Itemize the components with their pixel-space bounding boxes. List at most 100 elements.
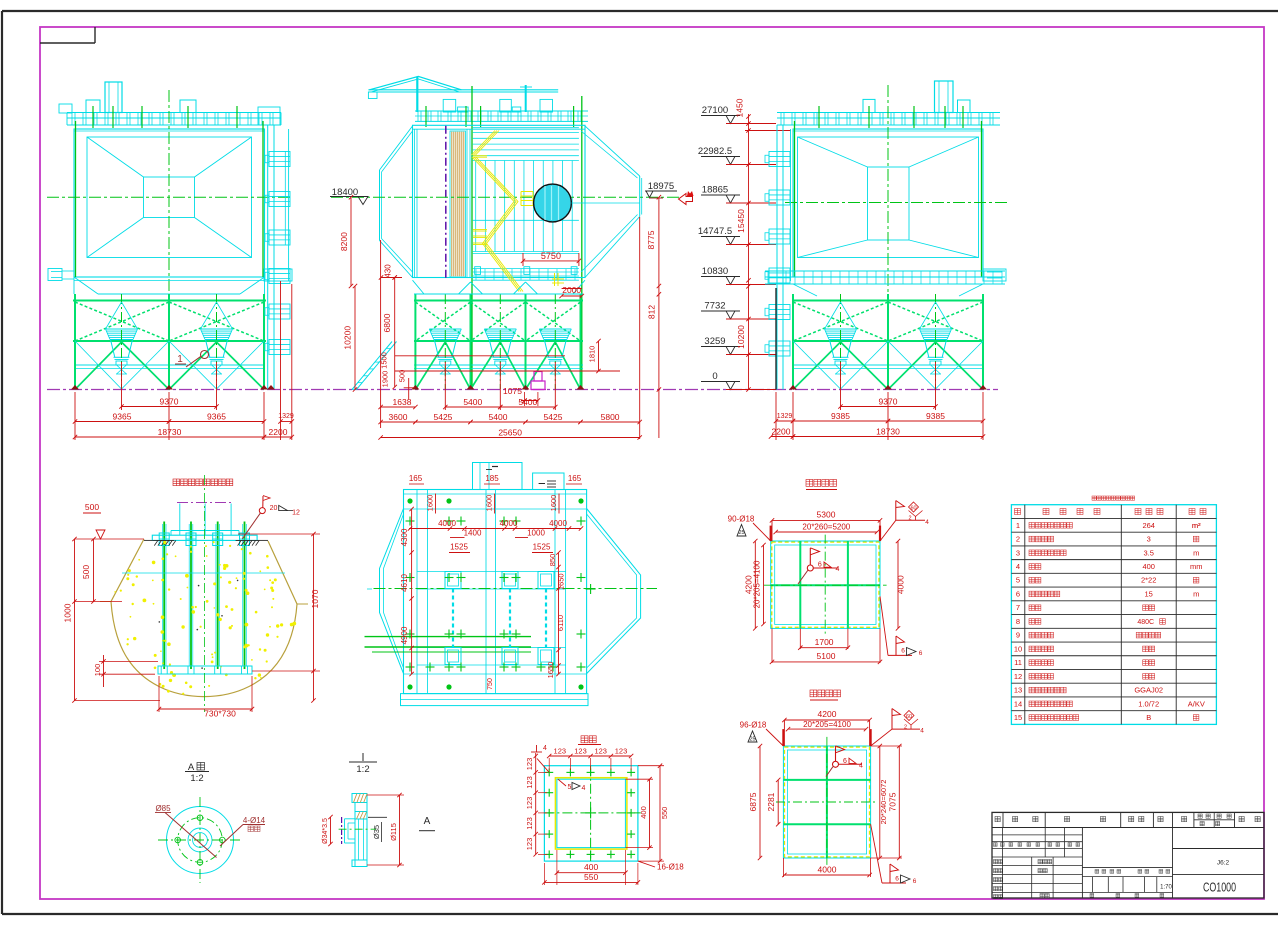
svg-text:4000: 4000: [896, 575, 906, 594]
svg-text:20*240=6072: 20*240=6072: [879, 780, 888, 825]
svg-text:1810: 1810: [588, 346, 597, 363]
svg-text:123: 123: [525, 797, 534, 810]
svg-text:1450: 1450: [735, 98, 745, 117]
svg-text:812: 812: [647, 305, 657, 319]
svg-text:1.0/72: 1.0/72: [1138, 699, 1159, 708]
svg-text:5100: 5100: [817, 651, 836, 661]
svg-text:m: m: [1193, 589, 1199, 598]
svg-text:14747.5: 14747.5: [698, 226, 732, 237]
svg-text:1:70: 1:70: [1160, 885, 1172, 891]
svg-text:400: 400: [639, 806, 648, 819]
svg-text:5300: 5300: [817, 510, 836, 520]
svg-text:7: 7: [1016, 603, 1020, 612]
svg-text:1650: 1650: [546, 662, 555, 679]
svg-text:1000: 1000: [63, 603, 73, 622]
svg-text:5: 5: [1016, 576, 1020, 585]
svg-text:1: 1: [1016, 521, 1020, 530]
svg-text:1: 1: [177, 354, 183, 365]
svg-text:1638: 1638: [393, 397, 412, 407]
svg-text:123: 123: [525, 776, 534, 789]
svg-text:123: 123: [574, 747, 587, 756]
svg-text:9: 9: [1016, 631, 1020, 640]
svg-text:10200: 10200: [736, 325, 746, 349]
svg-text:GGAJ02: GGAJ02: [1134, 686, 1163, 695]
svg-text:400: 400: [1142, 562, 1155, 571]
svg-text:3: 3: [1016, 548, 1020, 557]
svg-text:8200: 8200: [339, 232, 349, 251]
svg-text:5750: 5750: [541, 251, 561, 261]
svg-text:2: 2: [1016, 535, 1020, 544]
svg-text:123: 123: [525, 758, 534, 771]
svg-text:18865: 18865: [702, 185, 728, 196]
svg-text:2*22: 2*22: [1141, 576, 1156, 585]
svg-text:4200: 4200: [818, 709, 837, 719]
svg-text:m²: m²: [1192, 521, 1201, 530]
svg-text:10830: 10830: [702, 266, 728, 277]
svg-text:6: 6: [901, 648, 905, 655]
svg-text:6875: 6875: [748, 792, 758, 811]
svg-text:1070: 1070: [310, 589, 320, 608]
svg-text:1:2: 1:2: [356, 764, 369, 775]
svg-text:123: 123: [554, 747, 567, 756]
svg-text:Ø115: Ø115: [389, 823, 398, 841]
svg-text:1700: 1700: [815, 637, 834, 647]
svg-text:9385: 9385: [926, 411, 945, 421]
svg-text:165: 165: [568, 474, 582, 483]
svg-text:90-Ø18: 90-Ø18: [728, 515, 755, 524]
svg-text:3259: 3259: [704, 336, 725, 347]
svg-text:25650: 25650: [498, 428, 522, 438]
svg-text:165: 165: [409, 474, 423, 483]
svg-text:3600: 3600: [389, 412, 408, 422]
svg-text:4: 4: [920, 728, 924, 735]
svg-text:1:2: 1:2: [190, 773, 203, 784]
svg-text:123: 123: [525, 838, 534, 851]
svg-text:4: 4: [1016, 562, 1020, 571]
svg-text:18400: 18400: [332, 187, 358, 198]
svg-text:12: 12: [1014, 672, 1022, 681]
svg-text:B: B: [1146, 713, 1151, 722]
svg-text:4300: 4300: [400, 528, 409, 546]
svg-text:3: 3: [1147, 535, 1151, 544]
svg-text:12: 12: [292, 510, 300, 517]
svg-text:14: 14: [1014, 699, 1022, 708]
svg-text:20*260=5200: 20*260=5200: [802, 523, 850, 532]
svg-text:15: 15: [1145, 589, 1153, 598]
svg-text:123: 123: [594, 747, 607, 756]
svg-text:185: 185: [485, 474, 499, 483]
svg-text:3.5: 3.5: [1143, 548, 1153, 557]
svg-text:2200: 2200: [269, 427, 288, 437]
svg-text:6110: 6110: [556, 615, 565, 631]
svg-text:Ø35: Ø35: [372, 825, 381, 839]
svg-text:4900: 4900: [400, 626, 409, 644]
svg-text:18730: 18730: [876, 427, 900, 437]
svg-text:1329: 1329: [278, 413, 294, 420]
svg-text:8775: 8775: [646, 230, 656, 249]
svg-text:22982.5: 22982.5: [698, 146, 732, 157]
svg-text:2281: 2281: [766, 792, 776, 811]
svg-text:4000: 4000: [818, 864, 837, 874]
svg-text:4610: 4610: [400, 574, 409, 592]
svg-text:500: 500: [85, 502, 99, 512]
svg-text:96-Ø18: 96-Ø18: [740, 721, 767, 730]
svg-text:5425: 5425: [544, 412, 563, 422]
svg-text:18975: 18975: [648, 181, 674, 192]
svg-text:264: 264: [1142, 521, 1155, 530]
svg-text:5400: 5400: [463, 397, 482, 407]
svg-text:6: 6: [913, 878, 917, 885]
svg-text:1400: 1400: [464, 529, 482, 538]
svg-text:10: 10: [1014, 644, 1022, 653]
svg-text:100: 100: [93, 664, 102, 677]
svg-text:9385: 9385: [831, 411, 850, 421]
svg-text:4: 4: [859, 762, 863, 769]
svg-text:Ø34*3.5: Ø34*3.5: [322, 818, 329, 844]
svg-text:4: 4: [925, 519, 929, 526]
svg-text:123: 123: [525, 817, 534, 830]
svg-text:m: m: [1193, 548, 1199, 557]
svg-text:CO1000: CO1000: [1203, 880, 1236, 895]
svg-text:6: 6: [919, 650, 923, 657]
svg-text:18730: 18730: [158, 427, 182, 437]
svg-text:25: 25: [749, 737, 755, 743]
svg-text:15450: 15450: [736, 209, 746, 233]
svg-text:2: 2: [904, 724, 907, 730]
svg-text:6800: 6800: [382, 313, 392, 332]
